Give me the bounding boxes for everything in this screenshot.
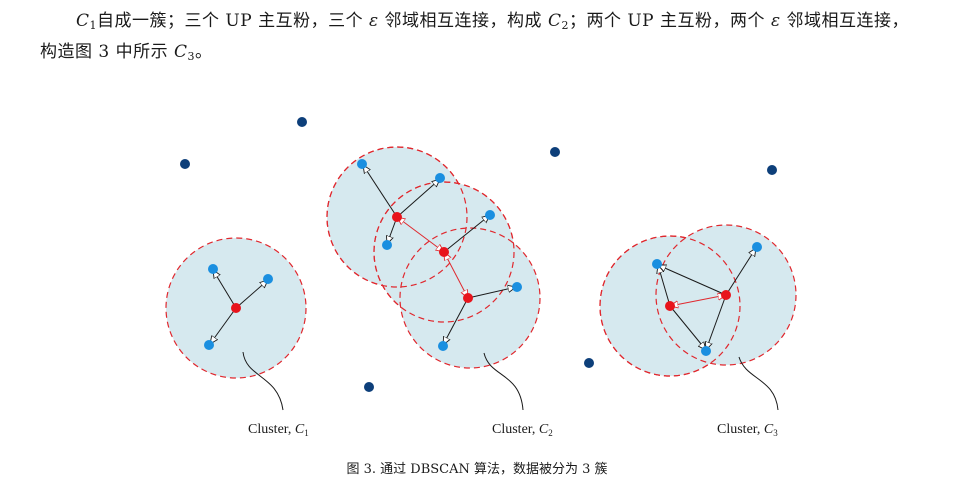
- noise-point: [584, 358, 594, 368]
- epsilon-symbol: ε: [369, 11, 379, 31]
- para-part5: 。: [195, 42, 213, 62]
- border-point: [752, 242, 762, 252]
- edge-c3b-to-point1: [658, 265, 727, 296]
- c2-var: C: [547, 11, 562, 31]
- core-point: [231, 303, 241, 313]
- c3-var: C: [174, 42, 188, 62]
- figure-caption: 图 3. 通过 DBSCAN 算法，数据被分为 3 簇: [346, 462, 608, 477]
- leader-c2: [483, 352, 524, 411]
- core-point: [721, 290, 731, 300]
- leader-c1: [242, 351, 284, 411]
- points: [180, 117, 777, 392]
- para-part1: 自成一簇；三个 UP 主互粉，三个: [97, 11, 369, 31]
- edge-c3-core-a-b: [670, 295, 726, 306]
- border-point: [263, 274, 273, 284]
- c3-subscript: 3: [187, 50, 196, 63]
- noise-point: [297, 117, 307, 127]
- c1-subscript: 1: [89, 19, 98, 32]
- cluster-label-c3: Cluster, C3: [717, 422, 778, 438]
- neighborhood-outline-c3-a: [599, 235, 741, 377]
- epsilon-symbol: ε: [770, 11, 781, 31]
- neighborhood-outline-c2-b: [373, 181, 515, 323]
- border-point: [485, 210, 495, 220]
- para-part2: 邻域相互连接，构成: [378, 11, 548, 31]
- edge-c1-to-point2: [235, 280, 268, 309]
- edge-c1-to-point1: [213, 270, 237, 309]
- core-point: [392, 212, 402, 222]
- core-point: [463, 293, 473, 303]
- border-point: [382, 240, 392, 250]
- para-part4: 邻域相互连接，构造图 3 中所示: [40, 11, 909, 62]
- border-point: [652, 259, 662, 269]
- edge-c2c-to-point2: [443, 297, 469, 345]
- body-paragraph: C1自成一簇；三个 UP 主互粉，三个 ε 邻域相互连接，构成 C2；两个 UP…: [40, 6, 920, 68]
- edge-c2a-to-point2: [396, 179, 440, 218]
- edge-c2-core-b-c: [444, 252, 468, 298]
- edge-c1-to-point3: [210, 307, 237, 344]
- edge-c3b-to-point2: [725, 248, 756, 296]
- border-point: [438, 341, 448, 351]
- border-point: [357, 159, 367, 169]
- neighborhood-circles: [165, 146, 797, 379]
- c2-subscript: 2: [561, 19, 569, 32]
- edge-c2-core-a-b: [397, 217, 444, 252]
- noise-point: [550, 147, 560, 157]
- border-point: [435, 173, 445, 183]
- noise-point: [364, 382, 374, 392]
- edge-c2b-to-point1: [443, 215, 490, 253]
- noise-point: [767, 165, 777, 175]
- edge-c2c-to-point1: [467, 287, 516, 299]
- c1-var: C: [76, 11, 90, 31]
- edges: [210, 165, 756, 350]
- border-point: [204, 340, 214, 350]
- para-part3: ；两个 UP 主互粉，两个: [568, 11, 771, 31]
- core-point: [439, 247, 449, 257]
- noise-point: [180, 159, 190, 169]
- leader-c3: [738, 356, 779, 411]
- core-point: [665, 301, 675, 311]
- cluster-label-c2: Cluster, C2: [492, 422, 553, 438]
- border-point: [208, 264, 218, 274]
- border-point: [512, 282, 522, 292]
- neighborhood-outline-c2-a: [326, 146, 468, 288]
- border-point: [701, 346, 711, 356]
- label-leaders: [242, 351, 779, 411]
- edge-c2a-to-point1: [363, 165, 398, 218]
- edge-c3a-to-point2: [669, 305, 706, 350]
- cluster-label-c1: Cluster, C1: [248, 422, 309, 438]
